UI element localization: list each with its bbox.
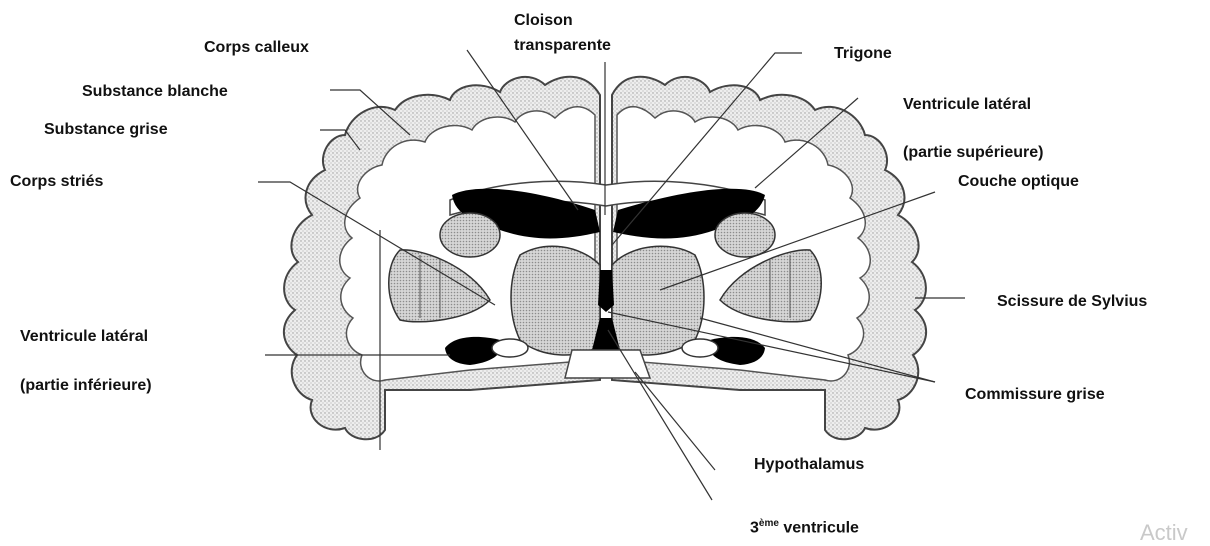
label-trigone: Trigone <box>834 45 892 63</box>
left-hippocampus <box>492 339 528 357</box>
right-thalamus <box>612 246 704 355</box>
label-ventricule-lateral-sup-2: (partie supérieure) <box>903 144 1043 162</box>
label-3e-text: ventricule <box>779 519 859 536</box>
right-hippocampus <box>682 339 718 357</box>
label-substance-blanche: Substance blanche <box>82 83 228 101</box>
left-thalamus <box>511 246 600 355</box>
hypothalamus-region <box>565 350 650 378</box>
label-corps-calleux: Corps calleux <box>204 39 309 57</box>
label-3e-superscript: ème <box>759 518 779 529</box>
label-3e-number: 3 <box>750 519 759 536</box>
label-ventricule-lateral-inf-1: Ventricule latéral <box>20 328 148 346</box>
label-ventricule-lateral-inf-2: (partie inférieure) <box>20 377 152 395</box>
left-caudate <box>440 213 500 257</box>
label-cloison-line2: transparente <box>514 37 611 55</box>
label-couche-optique: Couche optique <box>958 173 1079 191</box>
label-corps-stries: Corps striés <box>10 173 103 191</box>
label-ventricule-lateral-sup-1: Ventricule latéral <box>903 96 1031 114</box>
label-scissure-sylvius: Scissure de Sylvius <box>997 293 1147 311</box>
label-cloison-line1: Cloison <box>514 12 573 30</box>
right-caudate <box>715 213 775 257</box>
label-hypothalamus: Hypothalamus <box>754 456 864 474</box>
third-ventricle <box>598 270 614 312</box>
activation-watermark: Activ <box>1140 520 1188 546</box>
label-substance-grise: Substance grise <box>44 121 168 139</box>
label-3e-ventricule: 3ème ventricule <box>750 515 859 537</box>
label-commissure-grise: Commissure grise <box>965 386 1105 404</box>
